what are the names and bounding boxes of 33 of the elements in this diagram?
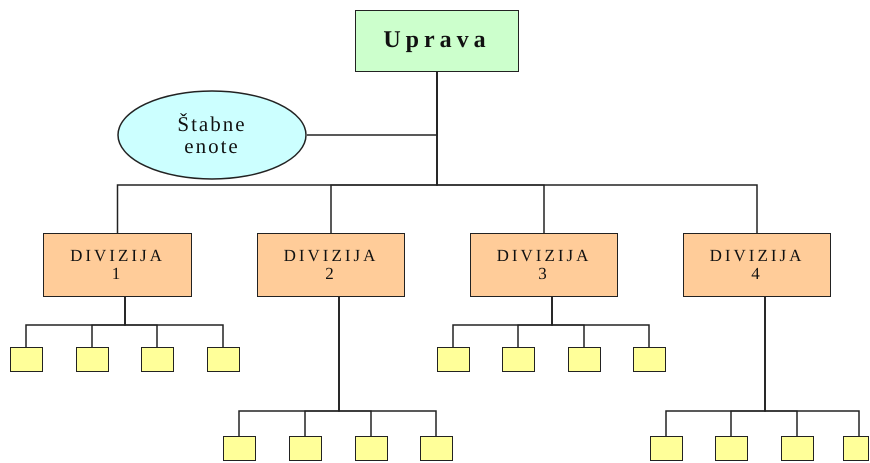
node-label: DIVIZIJA 1	[69, 247, 166, 283]
connector-line	[124, 297, 224, 347]
unit-box	[650, 436, 683, 461]
division-box	[257, 233, 405, 297]
connector-line	[436, 72, 758, 233]
unit-box	[420, 436, 453, 461]
unit-box	[10, 347, 43, 372]
node-label: Uprava	[383, 28, 491, 54]
node-label: DIVIZIJA 2	[282, 247, 380, 283]
unit-box	[207, 347, 240, 372]
division-box	[43, 233, 192, 297]
unit-box	[715, 436, 748, 461]
unit-box	[289, 436, 322, 461]
node-label: DIVIZIJA 4	[708, 247, 806, 283]
unit-box	[437, 347, 470, 372]
node-label: Štabne enote	[176, 112, 248, 158]
unit-box	[781, 436, 814, 461]
unit-box	[76, 347, 109, 372]
unit-box	[355, 436, 388, 461]
division-box	[470, 233, 618, 297]
connector-line	[551, 297, 650, 347]
unit-box	[223, 436, 256, 461]
management-box	[355, 10, 519, 72]
staff-ellipse	[117, 90, 307, 180]
unit-box	[843, 436, 869, 461]
unit-box	[141, 347, 174, 372]
connector-line	[338, 297, 437, 436]
unit-box	[502, 347, 535, 372]
node-label: DIVIZIJA 3	[496, 247, 592, 283]
division-box	[683, 233, 831, 297]
connector-line	[764, 297, 860, 436]
unit-box	[633, 347, 666, 372]
unit-box	[568, 347, 601, 372]
